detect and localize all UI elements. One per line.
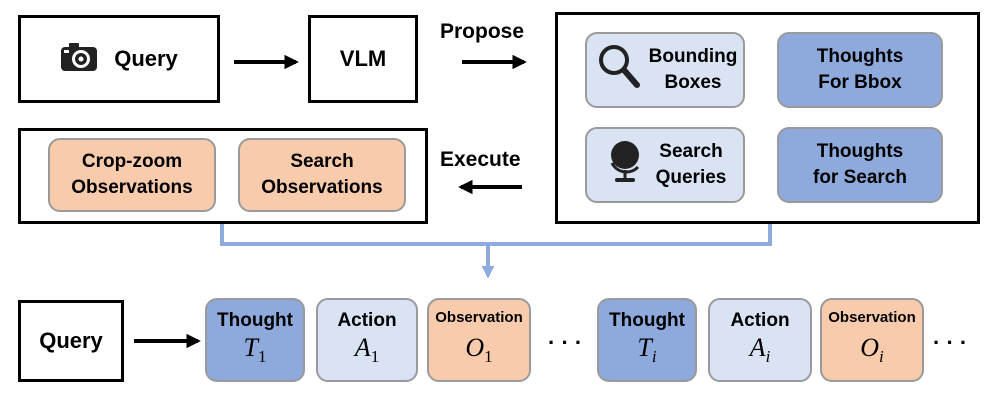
trajectory-query-label: Query (39, 328, 103, 353)
step-action-1: Action A1 (316, 298, 418, 382)
thoughts-bbox-line1: Thoughts (816, 46, 904, 67)
step-symbol: T (243, 333, 258, 363)
ellipsis-middle: · · · (548, 330, 583, 355)
search-obs-line1: Search (290, 151, 354, 172)
step-sub: i (879, 347, 884, 367)
step-action-i: Action Ai (708, 298, 812, 382)
step-sub: i (765, 347, 771, 367)
step-label: Observation (828, 309, 916, 327)
crop-zoom-chip: Crop-zoom Observations (48, 138, 216, 212)
query-box: Query (18, 15, 220, 103)
search-obs-line2: Observations (261, 177, 383, 198)
ellipsis-end: · · · (933, 330, 968, 355)
step-sub: i (651, 347, 657, 367)
vlm-box: VLM (308, 15, 418, 103)
step-symbol: A (354, 333, 371, 363)
search-queries-chip: Search Queries (585, 127, 745, 203)
step-sub: 1 (484, 347, 493, 367)
thoughts-bbox-chip: Thoughts For Bbox (777, 32, 943, 108)
camera-icon (60, 42, 98, 77)
propose-label: Propose (440, 20, 525, 43)
vlm-label: VLM (339, 46, 387, 71)
crop-line1: Crop-zoom (81, 151, 183, 172)
step-thought-1: Thought T1 (205, 298, 305, 382)
trajectory-query-box: Query (18, 300, 124, 382)
thoughts-search-line1: Thoughts (816, 141, 904, 162)
execute-label: Execute (440, 148, 521, 171)
step-thought-i: Thought Ti (597, 298, 697, 382)
step-label: Thought (217, 310, 293, 332)
bbox-line2: Boxes (664, 72, 722, 93)
thoughts-search-line2: for Search (813, 167, 907, 188)
step-label: Action (730, 310, 790, 332)
step-observation-1: Observation O1 (427, 298, 531, 382)
search-line2: Queries (655, 167, 727, 188)
merge-connector (220, 224, 772, 246)
thoughts-bbox-line2: For Bbox (818, 72, 902, 93)
bbox-line1: Bounding (648, 46, 738, 67)
globe-icon (606, 137, 646, 193)
bounding-boxes-chip: Bounding Boxes (585, 32, 745, 108)
step-label: Observation (435, 309, 523, 327)
search-observations-chip: Search Observations (238, 138, 406, 212)
step-sub: 1 (370, 347, 380, 367)
step-label: Thought (609, 310, 685, 332)
crop-line2: Observations (71, 177, 193, 198)
step-symbol: O (860, 333, 880, 363)
step-sub: 1 (257, 347, 267, 367)
thoughts-search-chip: Thoughts for Search (777, 127, 943, 203)
step-symbol: A (749, 333, 766, 363)
step-symbol: O (465, 333, 485, 363)
search-line1: Search (659, 141, 723, 162)
step-symbol: T (637, 333, 652, 363)
step-observation-i: Observation Oi (820, 298, 924, 382)
query-label: Query (114, 46, 178, 71)
magnifier-icon (597, 43, 641, 97)
step-label: Action (337, 310, 397, 332)
